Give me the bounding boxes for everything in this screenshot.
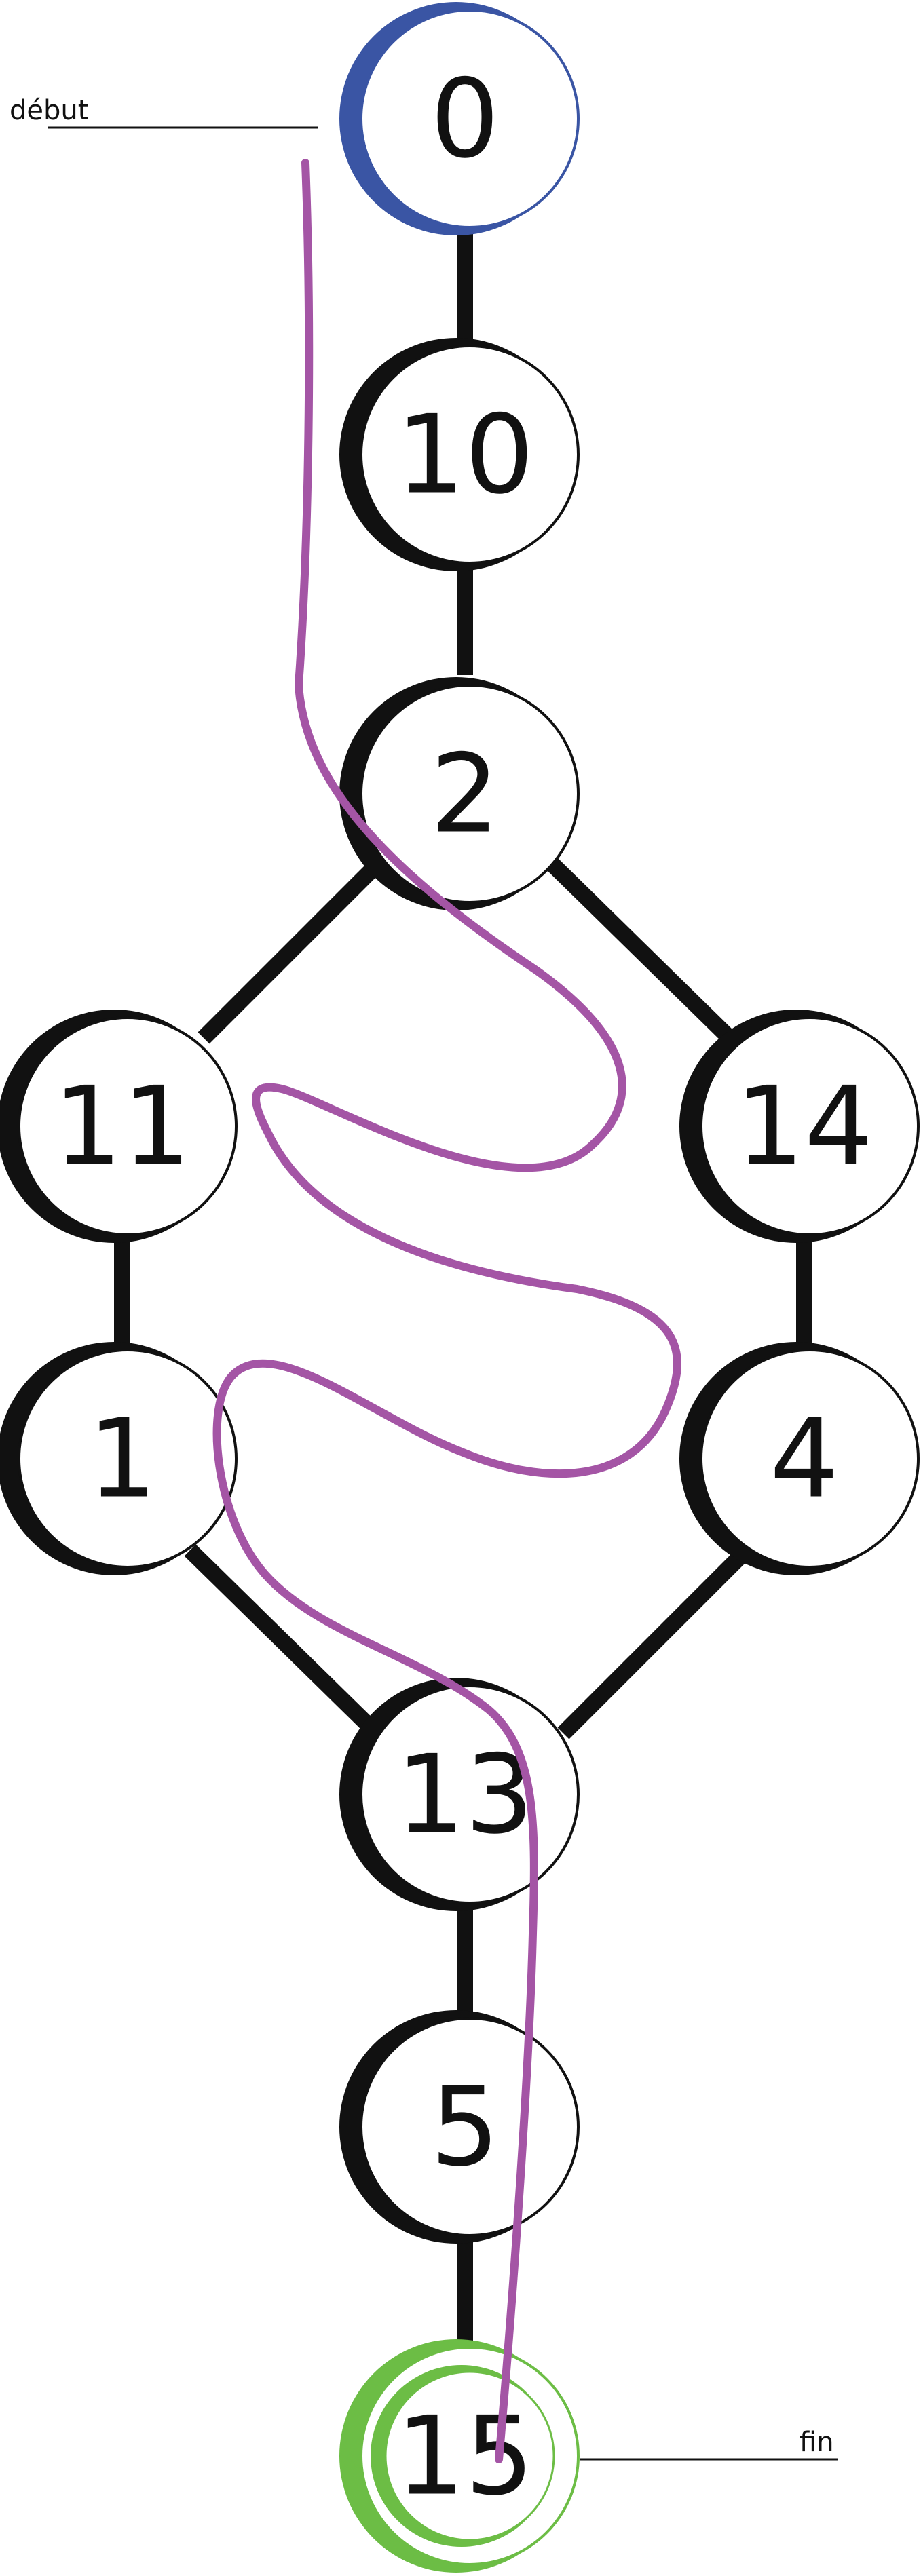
edge-2-14 — [544, 856, 736, 1044]
node-2-label: 2 — [430, 731, 500, 858]
node-1: 1 — [0, 1342, 238, 1575]
edge-2-11 — [198, 859, 383, 1044]
node-1-label: 1 — [88, 1396, 157, 1522]
start-label: début — [10, 95, 88, 126]
node-10-label: 10 — [396, 391, 534, 518]
node-11-label: 11 — [53, 1063, 191, 1190]
node-11: 11 — [0, 1010, 238, 1243]
end-label: fin — [800, 2427, 834, 2458]
node-14: 14 — [679, 1010, 920, 1243]
node-13-label: 13 — [396, 1731, 534, 1858]
node-15: 15 — [339, 2339, 580, 2573]
edges — [114, 231, 812, 2347]
node-0-label: 0 — [430, 56, 500, 182]
node-14-label: 14 — [735, 1063, 873, 1190]
solution-path — [212, 159, 681, 2463]
edge-1-13 — [184, 1544, 379, 1736]
node-5: 5 — [339, 2010, 580, 2244]
node-10: 10 — [339, 338, 580, 571]
node-0: 0 — [339, 2, 580, 235]
node-4-label: 4 — [770, 1396, 839, 1522]
node-2: 2 — [339, 677, 580, 910]
edge-4-13 — [557, 1551, 746, 1739]
node-15-label: 15 — [396, 2393, 534, 2520]
node-5-label: 5 — [430, 2064, 500, 2191]
node-4: 4 — [679, 1342, 920, 1575]
node-13: 13 — [339, 1678, 580, 1911]
